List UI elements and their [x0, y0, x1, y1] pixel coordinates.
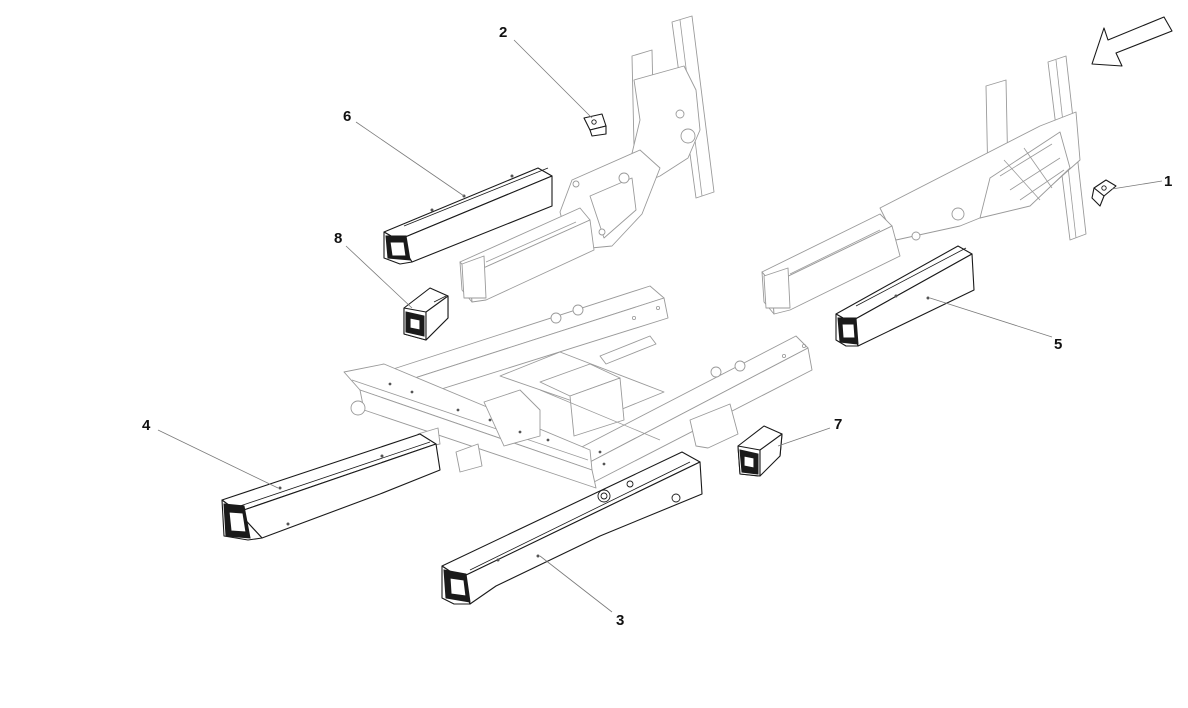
rail-part-4: [221, 433, 441, 541]
callout-2: 2: [499, 24, 507, 41]
mount-block-part-7: [737, 425, 783, 477]
callout-7: 7: [834, 416, 842, 433]
callout-8: 8: [334, 230, 342, 247]
central-subframe: [343, 285, 813, 489]
callout-4: 4: [142, 417, 151, 434]
rail-part-3: [441, 451, 703, 605]
callout-5: 5: [1054, 336, 1062, 353]
direction-arrow-icon: [1091, 16, 1173, 67]
rail-part-6: [383, 167, 553, 265]
mount-block-part-8: [403, 287, 449, 341]
right-rear-frame-section: [761, 55, 1087, 315]
bracket-part-2: [583, 113, 607, 137]
left-rear-frame-section: [459, 15, 715, 303]
callout-3: 3: [616, 612, 624, 629]
callout-6: 6: [343, 108, 351, 125]
callout-labels: 1 2 3 4 5 6 7 8: [142, 24, 1172, 629]
bracket-part-1: [1091, 179, 1117, 207]
leader-lines: [157, 39, 1163, 613]
rail-part-5: [835, 245, 975, 347]
callout-1: 1: [1164, 173, 1172, 190]
